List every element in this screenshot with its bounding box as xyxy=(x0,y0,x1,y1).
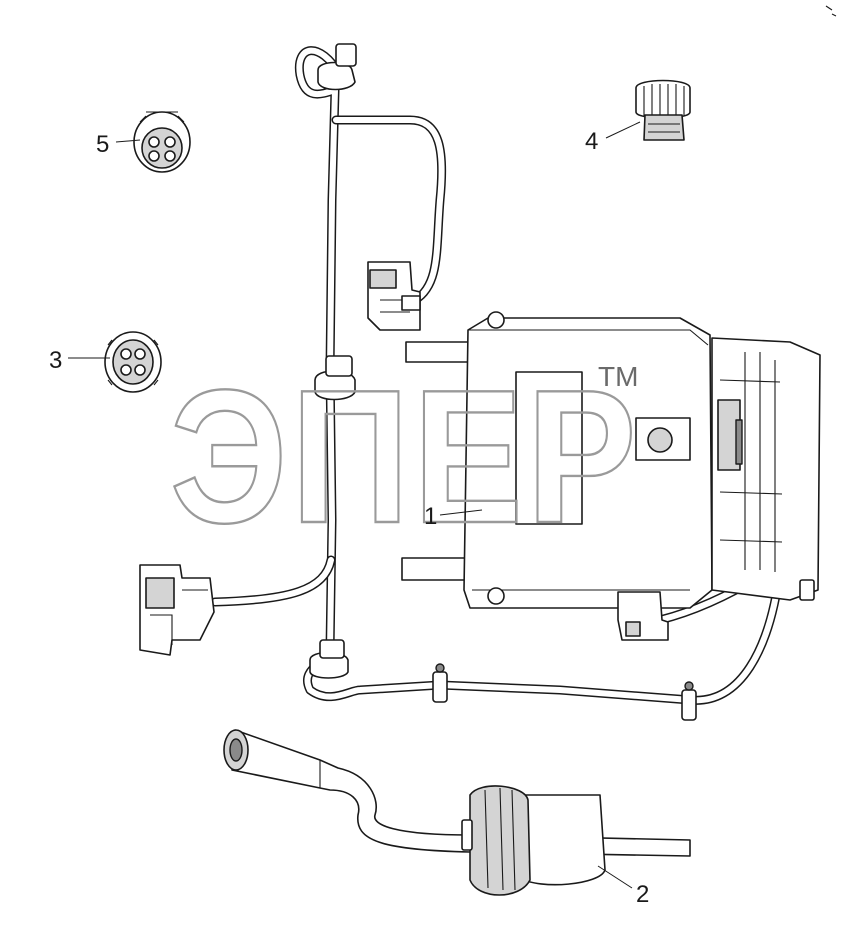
callout-1: 1 xyxy=(424,503,437,530)
connector-4 xyxy=(635,79,691,141)
leader-lines xyxy=(68,121,641,889)
callout-4: 4 xyxy=(585,128,598,155)
watermark-trademark: TM xyxy=(598,361,638,392)
harness-connector-upper xyxy=(367,261,421,331)
harness-clips xyxy=(309,43,697,721)
shift-lever xyxy=(223,729,691,896)
ecu-unit xyxy=(401,311,821,641)
connector-3 xyxy=(104,331,162,393)
watermark-text: ЭПЕР xyxy=(170,351,640,563)
watermark: ЭПЕР TM xyxy=(169,350,640,564)
harness-connector-lower-left xyxy=(139,564,215,656)
callout-3: 3 xyxy=(49,347,62,374)
connector-5 xyxy=(133,111,191,173)
corner-mark xyxy=(825,5,837,17)
wire-harness xyxy=(210,46,785,705)
callout-2: 2 xyxy=(636,881,649,908)
callout-5: 5 xyxy=(96,131,109,158)
callouts: 1 2 3 4 5 xyxy=(49,128,649,908)
